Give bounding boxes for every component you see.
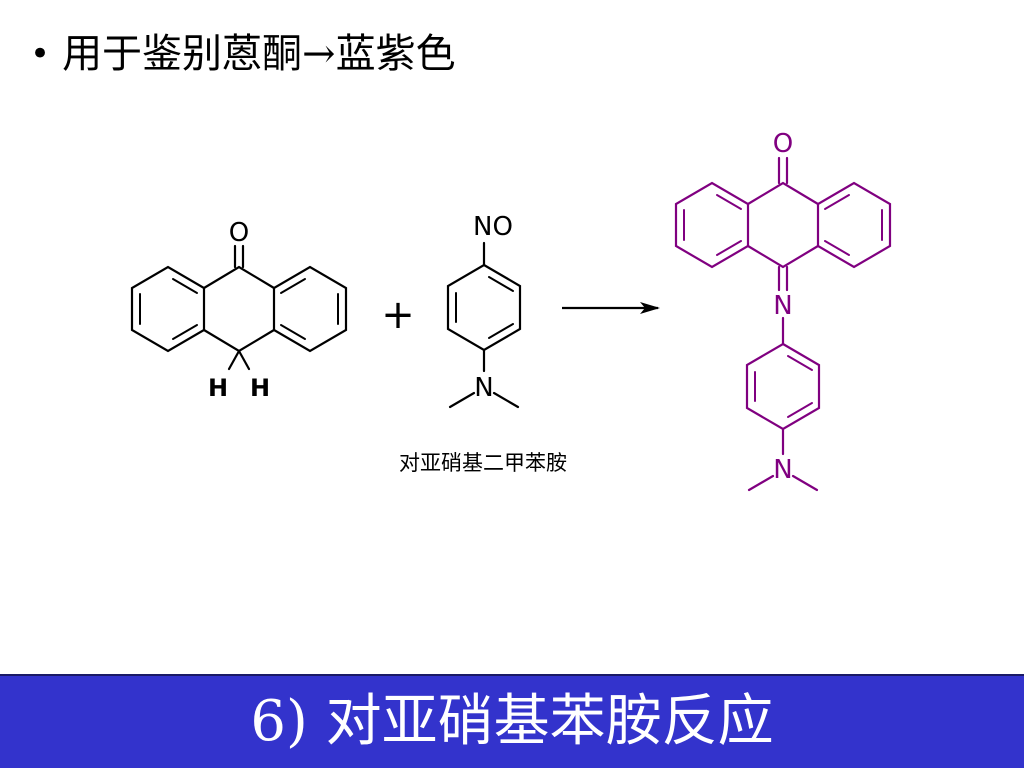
anthrone-central-ring-bottom <box>202 328 276 353</box>
reaction-scheme: O H H + NO N 对亚硝基二甲苯胺 <box>130 129 892 492</box>
anthrone-ch2-bond-right <box>237 349 251 371</box>
nitroso-aniline-ring <box>446 263 522 352</box>
bullet-heading-row: • 用于鉴别蒽酮→蓝紫色 <box>30 24 456 84</box>
product-central-ring-bottom <box>746 244 820 269</box>
anthrone-hydrogen-left: H <box>208 374 228 402</box>
product-structure <box>674 156 892 492</box>
product-inner-bonds <box>683 194 883 256</box>
anthrone-left-ring <box>130 265 206 353</box>
footer-title-band: 6) 对亚硝基苯胺反应 <box>0 674 1024 768</box>
product-aniline-inner-bonds <box>754 355 813 418</box>
product-central-ring-top <box>746 181 820 206</box>
product-amine-label: N <box>773 455 792 485</box>
slide-section-title: 6) 对亚硝基苯胺反应 <box>250 689 774 754</box>
reagent-name-caption: 对亚硝基二甲苯胺 <box>399 451 567 475</box>
anthrone-right-ring <box>272 265 348 353</box>
plus-sign: + <box>381 292 415 338</box>
anthrone-structure <box>130 244 348 371</box>
amine-methyl-left <box>448 391 476 409</box>
nitroso-aniline-inner-bonds <box>455 276 514 339</box>
anthrone-inner-bonds <box>139 278 339 340</box>
product-right-ring <box>816 181 892 269</box>
anthrone-central-ring-top <box>202 265 276 290</box>
product-imine-label: N <box>773 291 792 321</box>
product-methyl-right <box>791 474 819 492</box>
nitroso-aniline-structure <box>446 241 522 409</box>
bullet-marker: • <box>30 34 51 74</box>
anthrone-hydrogen-right: H <box>250 374 270 402</box>
reagent-amine-label: N <box>474 373 493 403</box>
amine-methyl-right <box>492 391 520 409</box>
product-aniline-ring <box>745 342 821 431</box>
product-left-ring <box>674 181 750 269</box>
anthrone-oxygen-label: O <box>229 218 249 248</box>
product-oxygen-label: O <box>773 129 793 159</box>
slide-heading: 用于鉴别蒽酮→蓝紫色 <box>62 31 456 77</box>
product-methyl-left <box>747 474 775 492</box>
anthrone-ch2-bond-left <box>227 349 241 371</box>
nitroso-group-label: NO <box>473 212 513 242</box>
